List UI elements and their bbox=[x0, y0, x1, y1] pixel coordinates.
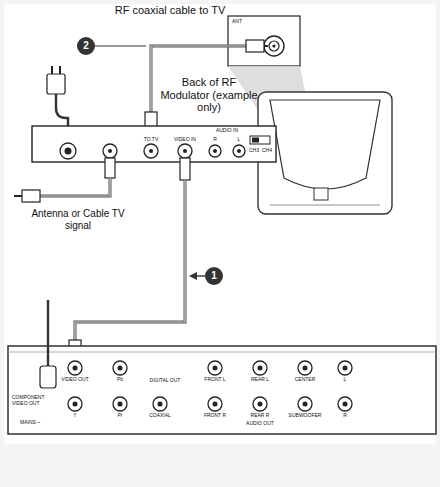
jack-label: R bbox=[338, 413, 352, 419]
jack-label: VIDEO IN bbox=[170, 137, 200, 143]
jack-label: FRONT R bbox=[198, 413, 232, 419]
group-label: AUDIO OUT bbox=[238, 421, 282, 427]
text-label: Back of RF Modulator (example only) bbox=[157, 76, 261, 114]
text-label: RF coaxial cable to TV bbox=[70, 4, 270, 17]
jack-label: FRONT L bbox=[198, 377, 232, 383]
switch-label: CH3 bbox=[247, 148, 261, 154]
callout-number: 2 bbox=[77, 40, 95, 52]
jack-label: R bbox=[210, 137, 220, 143]
jack-label: Y bbox=[68, 413, 82, 419]
jack-label: L bbox=[338, 377, 352, 383]
jack-label: CENTER bbox=[288, 377, 322, 383]
jack-label: REAR L bbox=[243, 377, 277, 383]
jack-label: COAXIAL bbox=[143, 413, 177, 419]
jack-label: REAR R bbox=[243, 413, 277, 419]
jack-label: Pb bbox=[113, 377, 127, 383]
jack-label: SUBWOOFER bbox=[285, 413, 325, 419]
group-label: COMPONENT VIDEO OUT bbox=[12, 395, 60, 407]
jack-label: TO TV bbox=[139, 137, 163, 143]
group-label: DIGITAL OUT bbox=[144, 378, 186, 384]
power-label: MAINS ~ bbox=[20, 420, 64, 426]
jack-label: ANT bbox=[232, 19, 262, 25]
jack-label: VIDEO OUT bbox=[57, 377, 93, 383]
callout-number: 1 bbox=[205, 270, 223, 282]
text-label: Antenna or Cable TV signal bbox=[23, 208, 133, 231]
jack-label: AUDIO IN bbox=[210, 128, 244, 134]
switch-label: CH4 bbox=[260, 148, 274, 154]
jack-label: L bbox=[234, 137, 244, 143]
jack-label: Pr bbox=[113, 413, 127, 419]
